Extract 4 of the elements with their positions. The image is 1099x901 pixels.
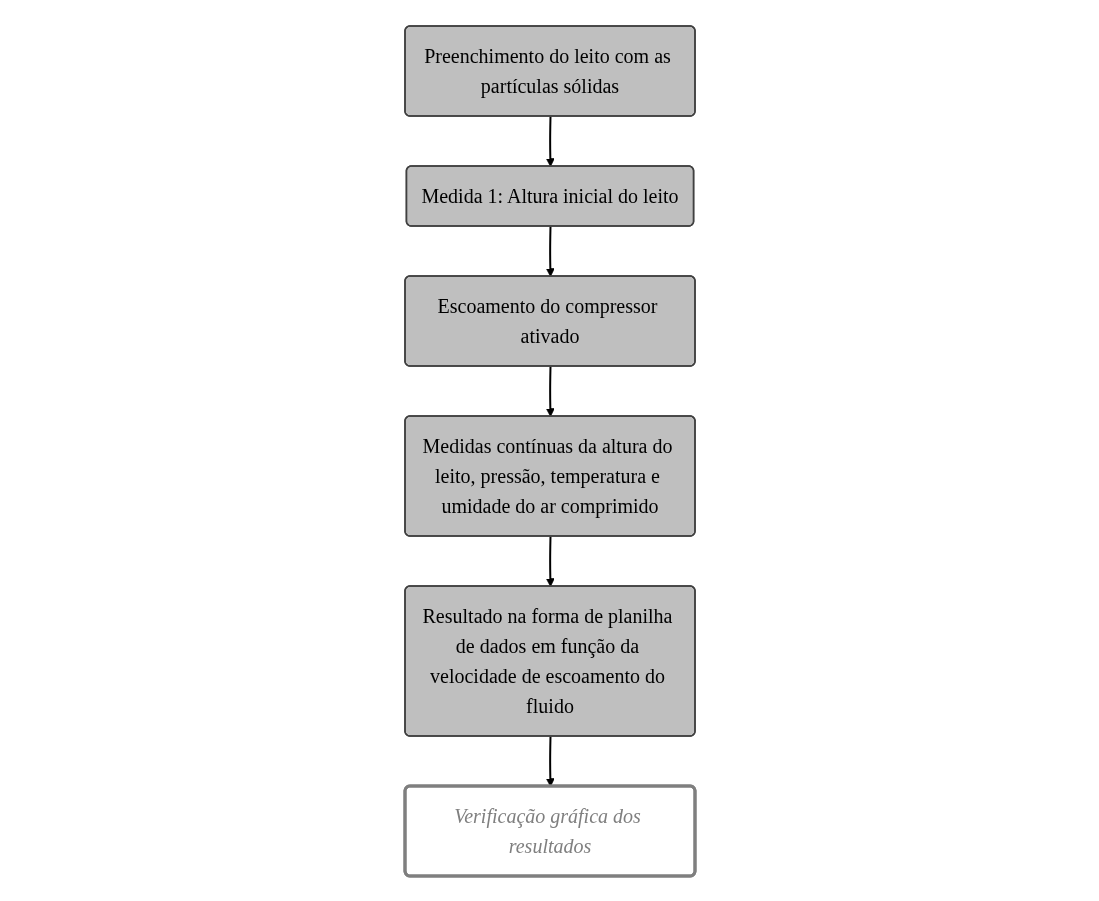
arrow: [545, 535, 555, 587]
arrow: [545, 225, 555, 277]
arrow: [545, 115, 555, 167]
arrow: [545, 365, 555, 417]
